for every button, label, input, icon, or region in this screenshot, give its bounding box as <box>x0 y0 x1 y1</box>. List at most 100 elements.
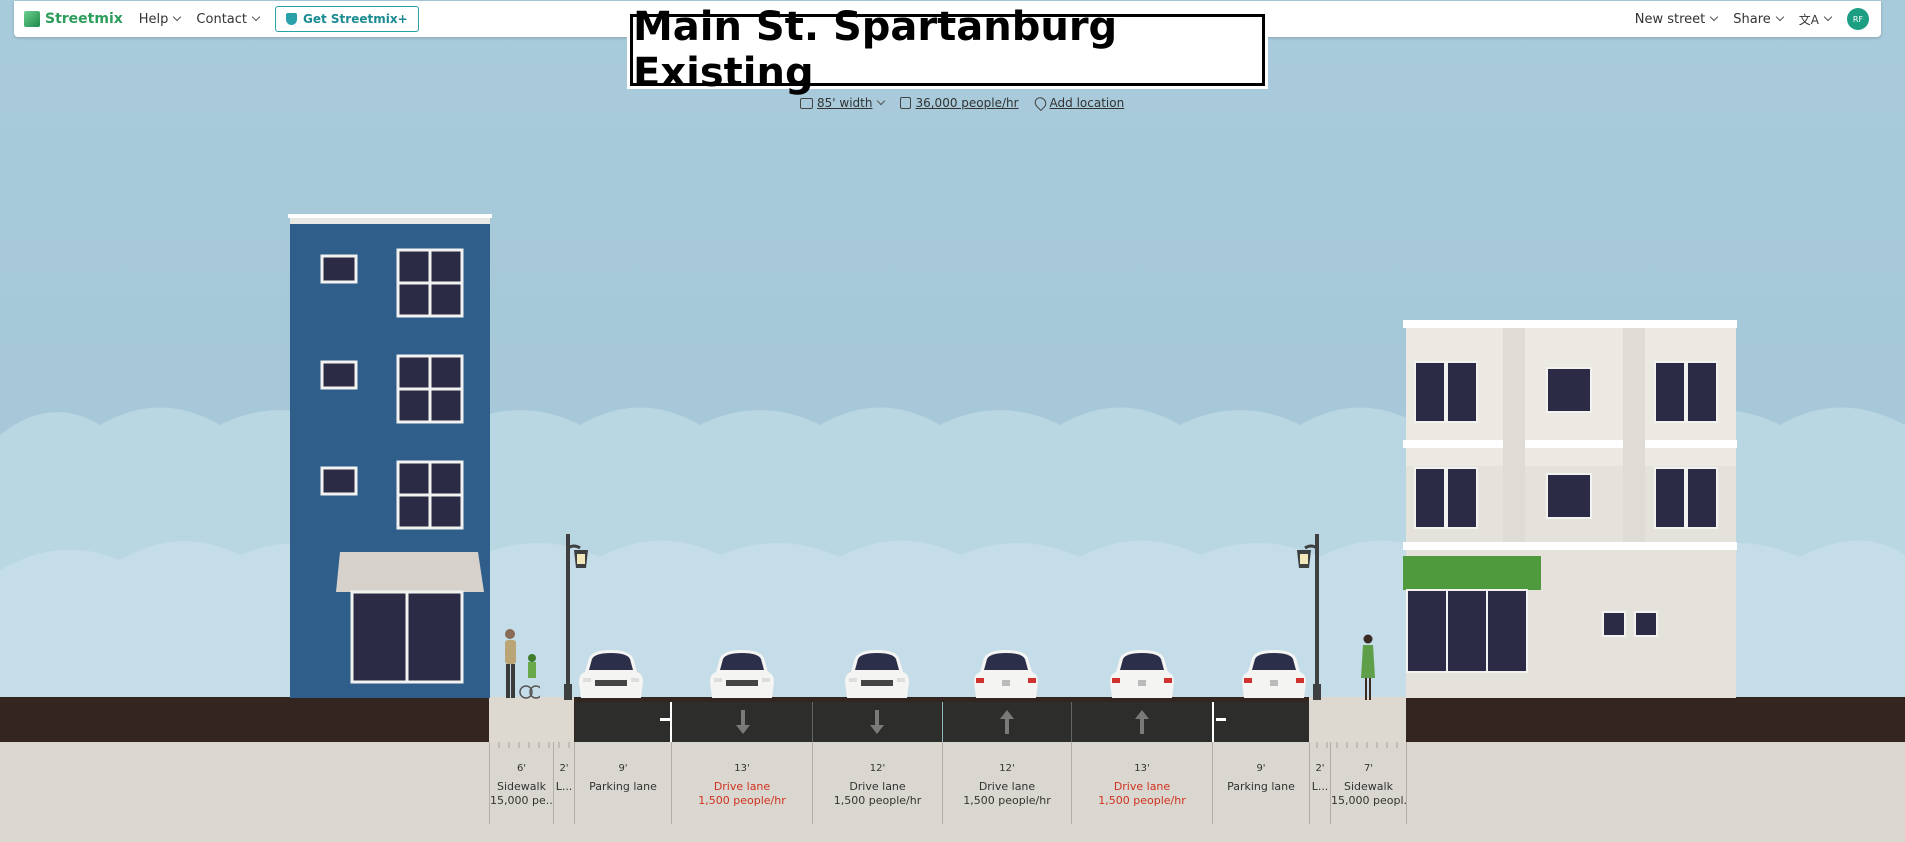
segment-width: 2' <box>1315 763 1325 774</box>
chevron-down-icon <box>251 12 261 22</box>
shield-icon <box>286 13 297 25</box>
segment-width: 12' <box>999 763 1015 774</box>
streetmix-logo-icon <box>24 11 40 27</box>
help-menu[interactable]: Help <box>138 11 182 27</box>
chevron-down-icon <box>877 96 886 106</box>
segment-width: 13' <box>734 763 750 774</box>
segment-label[interactable]: 9' Parking lane <box>1213 762 1309 794</box>
help-menu-label: Help <box>138 11 169 27</box>
segment-width: 9' <box>618 763 628 774</box>
segment-name: Sidewalk <box>1344 780 1393 793</box>
segment-width: 9' <box>1256 763 1266 774</box>
arrow-down-icon <box>870 710 884 734</box>
get-streetmix-plus-button[interactable]: Get Streetmix+ <box>275 6 419 32</box>
pedestrian-figure <box>505 629 540 699</box>
segment-width: 13' <box>1134 763 1150 774</box>
segment-capacity: 1,500 people/hr <box>1098 794 1186 807</box>
segment-capacity: 1,500 people/hr <box>833 794 922 807</box>
sidewalk-left[interactable] <box>489 697 574 742</box>
segment-divider <box>812 742 813 824</box>
arrow-down-icon <box>736 710 750 734</box>
segment-capacity: 1,500 people/hr <box>963 794 1051 807</box>
parking-lane-right[interactable] <box>1214 702 1309 742</box>
brand-name: Streetmix <box>45 11 123 27</box>
car-southbound <box>845 650 909 698</box>
chevron-down-icon <box>173 12 182 22</box>
segment-divider <box>942 742 943 824</box>
lane-marking <box>812 702 813 742</box>
new-street-label: New street <box>1634 11 1706 27</box>
street-width-control[interactable]: 85' width <box>800 96 886 110</box>
segment-label[interactable]: 9' Parking lane <box>575 762 671 794</box>
building-right[interactable] <box>1403 316 1737 698</box>
add-location-control[interactable]: Add location <box>1031 94 1124 112</box>
segment-width: 12' <box>869 763 886 774</box>
segment-label[interactable]: 2' L... <box>1310 762 1330 794</box>
streetmix-logo[interactable]: Streetmix <box>24 11 123 27</box>
street-capacity-control[interactable]: 36,000 people/hr <box>900 96 1019 110</box>
drive-lane-3[interactable] <box>943 702 1212 742</box>
language-menu[interactable]: 文A <box>1799 11 1833 28</box>
drive-lane-1[interactable] <box>672 702 941 742</box>
contact-menu[interactable]: Contact <box>196 12 261 27</box>
arrow-up-icon <box>1135 710 1149 734</box>
segment-name: Drive lane <box>713 780 771 793</box>
location-pin-icon <box>1031 94 1049 112</box>
street-width-label: 85' width <box>817 96 873 110</box>
chevron-down-icon <box>1775 12 1785 22</box>
segment-capacity: 15,000 pe... <box>490 794 553 807</box>
avatar[interactable]: RF <box>1847 8 1869 30</box>
segment-name: Drive lane <box>849 780 906 793</box>
parking-lane-left[interactable] <box>575 702 670 742</box>
segment-divider <box>1309 742 1310 824</box>
car-northbound <box>1110 650 1174 698</box>
plus-button-label: Get Streetmix+ <box>303 12 408 26</box>
parking-marking <box>1216 718 1226 721</box>
segment-name: Drive lane <box>1113 780 1171 793</box>
car-northbound <box>974 650 1038 698</box>
car-southbound <box>710 650 774 698</box>
segment-width: 2' <box>559 763 569 774</box>
streetlamp-right <box>1297 534 1321 700</box>
segment-divider <box>1330 742 1331 824</box>
segment-label[interactable]: 2'L... <box>554 762 574 794</box>
segment-divider <box>489 742 490 824</box>
segment-name: Drive lane <box>978 780 1036 793</box>
segment-capacity: 1,500 people/hr <box>698 794 786 807</box>
segment-name: Sidewalk <box>497 780 546 793</box>
segment-width: 7' <box>1363 763 1374 774</box>
streetlamp-left <box>564 534 588 700</box>
arrow-up-icon <box>1000 710 1014 734</box>
segment-name: Parking lane <box>589 780 657 793</box>
segment-divider <box>671 742 672 824</box>
parked-car <box>1242 650 1306 698</box>
lane-marking <box>1071 702 1072 742</box>
share-menu[interactable]: Share <box>1733 12 1785 27</box>
segment-divider <box>1406 742 1407 824</box>
new-street-menu[interactable]: New street <box>1634 11 1719 27</box>
ruler-icon <box>800 97 813 109</box>
pedestrian-figure <box>1361 634 1375 700</box>
measurement-bar <box>0 742 1905 842</box>
building-left[interactable] <box>288 206 500 698</box>
chevron-down-icon <box>1710 12 1719 22</box>
segment-divider <box>1212 742 1213 824</box>
segment-divider <box>1071 742 1072 824</box>
street-name-title[interactable]: Main St. Spartanburg Existing <box>630 4 1265 96</box>
lane-marking <box>942 702 943 742</box>
lane-edge-line <box>670 702 672 742</box>
street-capacity-label: 36,000 people/hr <box>915 96 1019 110</box>
street-meta: 85' width 36,000 people/hr Add location <box>800 94 1124 112</box>
segment-divider <box>553 742 554 824</box>
lane-edge-line <box>1212 702 1214 742</box>
segment-name: Parking lane <box>1227 780 1295 793</box>
segment-name: L... <box>1311 780 1329 793</box>
sidewalk-right[interactable] <box>1309 697 1406 742</box>
